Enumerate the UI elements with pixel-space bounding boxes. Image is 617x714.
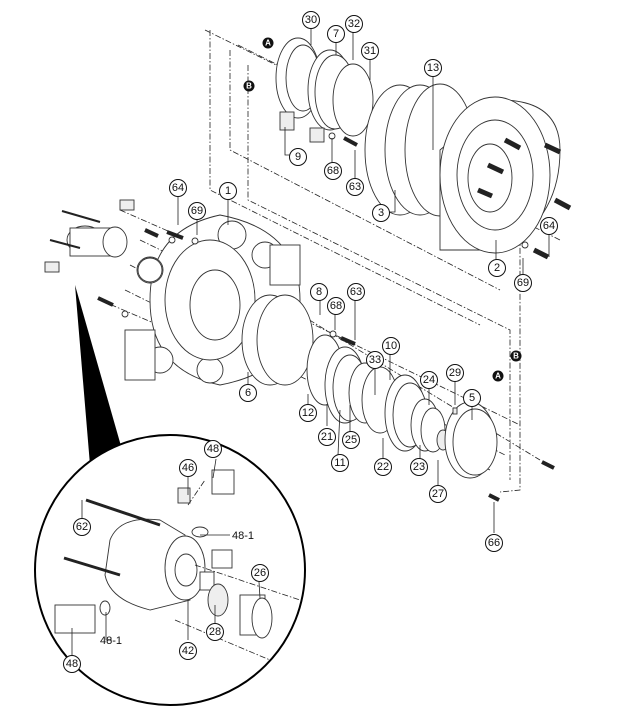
svg-text:31: 31 (364, 45, 376, 57)
callout-48: 48 (63, 655, 81, 673)
svg-text:A: A (495, 372, 501, 381)
svg-text:27: 27 (432, 488, 444, 500)
svg-text:68: 68 (327, 165, 339, 177)
svg-text:62: 62 (76, 521, 88, 533)
svg-text:6: 6 (245, 387, 251, 399)
svg-text:13: 13 (427, 62, 439, 74)
svg-text:3: 3 (378, 207, 384, 219)
label-48-1-upper: 48-1 (232, 530, 254, 542)
svg-text:48: 48 (207, 443, 219, 455)
svg-text:64: 64 (543, 220, 555, 232)
callout-63: 63 (346, 178, 364, 196)
callout-62: 62 (73, 518, 91, 536)
svg-text:28: 28 (209, 626, 221, 638)
svg-text:B: B (246, 82, 252, 91)
svg-text:5: 5 (469, 392, 475, 404)
callout-27: 27 (429, 485, 447, 503)
svg-text:42: 42 (182, 645, 194, 657)
svg-text:1: 1 (225, 185, 231, 197)
svg-text:68: 68 (330, 300, 342, 312)
svg-text:A: A (265, 39, 271, 48)
svg-text:29: 29 (449, 367, 461, 379)
drum-and-flange (328, 83, 572, 260)
svg-text:25: 25 (345, 434, 357, 446)
callout-68: 68 (324, 162, 342, 180)
ring-assembly-top (275, 37, 374, 143)
callout-28: 28 (206, 623, 224, 641)
svg-text:32: 32 (348, 18, 360, 30)
callout-21: 21 (318, 428, 336, 446)
callout-1: 1 (219, 182, 237, 200)
svg-text:69: 69 (191, 205, 203, 217)
svg-text:11: 11 (334, 457, 345, 469)
svg-text:69: 69 (517, 277, 529, 289)
callout-29: 29 (446, 364, 464, 382)
callout-46: 46 (179, 459, 197, 477)
callout-8: 8 (310, 283, 328, 301)
callout-7: 7 (327, 25, 345, 43)
callout-22: 22 (374, 458, 392, 476)
callout-63: 63 (347, 283, 365, 301)
detail-view (34, 434, 306, 706)
callout-48: 48 (204, 440, 222, 458)
svg-text:24: 24 (423, 374, 435, 386)
svg-text:33: 33 (369, 354, 381, 366)
svg-text:10: 10 (385, 340, 397, 352)
marker-a-top: A (262, 37, 274, 49)
svg-text:21: 21 (321, 431, 333, 443)
callout-32: 32 (345, 15, 363, 33)
svg-text:22: 22 (377, 461, 389, 473)
svg-text:48-1: 48-1 (232, 530, 254, 542)
callout-13: 13 (424, 59, 442, 77)
svg-text:12: 12 (302, 407, 314, 419)
callout-31: 31 (361, 42, 379, 60)
leader-lines (71, 28, 550, 655)
svg-text:7: 7 (333, 28, 339, 40)
svg-text:B: B (513, 352, 519, 361)
pump-assembly-small (44, 199, 199, 318)
callout-23: 23 (410, 458, 428, 476)
callout-12: 12 (299, 404, 317, 422)
svg-text:8: 8 (316, 286, 322, 298)
callout-25: 25 (342, 431, 360, 449)
svg-text:63: 63 (349, 181, 361, 193)
callout-68: 68 (327, 297, 345, 315)
label-48-1-lower: 48-1 (100, 635, 122, 647)
marker-a-bottom: A (492, 370, 504, 382)
svg-text:2: 2 (494, 262, 500, 274)
callout-11: 11 (331, 454, 349, 472)
callout-33: 33 (366, 351, 384, 369)
svg-text:66: 66 (488, 537, 500, 549)
svg-text:9: 9 (295, 151, 301, 163)
callout-66: 66 (485, 534, 503, 552)
svg-text:64: 64 (172, 182, 184, 194)
callout-30: 30 (302, 11, 320, 29)
callout-6: 6 (239, 384, 257, 402)
brake-stack (241, 294, 555, 502)
svg-text:48-1: 48-1 (100, 635, 122, 647)
callout-5: 5 (463, 389, 481, 407)
marker-b-bottom: B (510, 350, 522, 362)
marker-b-top: B (243, 80, 255, 92)
svg-text:63: 63 (350, 286, 362, 298)
callout-64: 64 (540, 217, 558, 235)
callout-10: 10 (382, 337, 400, 355)
svg-text:30: 30 (305, 14, 317, 26)
callout-64: 64 (169, 179, 187, 197)
callout-9: 9 (289, 148, 307, 166)
svg-text:48: 48 (66, 658, 78, 670)
callout-69: 69 (514, 274, 532, 292)
svg-text:26: 26 (254, 567, 266, 579)
svg-text:23: 23 (413, 461, 425, 473)
callout-26: 26 (251, 564, 269, 582)
svg-text:46: 46 (182, 462, 194, 474)
callout-3: 3 (372, 204, 390, 222)
detail-pointer (75, 285, 125, 465)
callout-42: 42 (179, 642, 197, 660)
callout-24: 24 (420, 371, 438, 389)
callout-69: 69 (188, 202, 206, 220)
callout-2: 2 (488, 259, 506, 277)
